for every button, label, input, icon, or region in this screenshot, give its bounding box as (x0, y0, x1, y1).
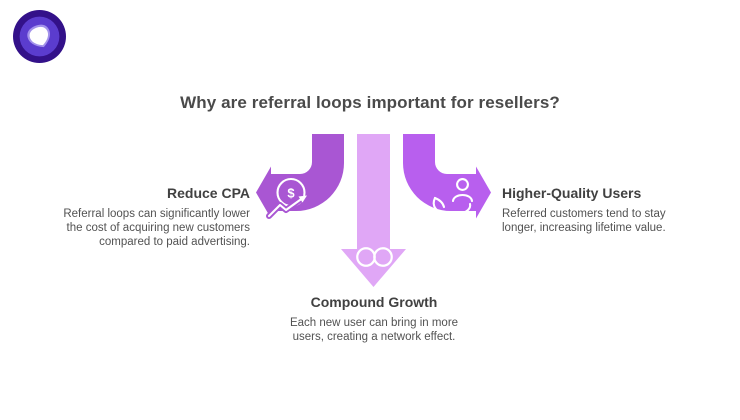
user-care-icon (432, 178, 474, 215)
branch-description: Each new user can bring in more users, c… (249, 316, 499, 344)
branch-description: Referral loops can significantly lower t… (48, 207, 250, 249)
branch-compound-growth: Compound Growth Each new user can bring … (249, 294, 499, 344)
dollar-glyph: $ (287, 186, 295, 201)
branch-heading: Higher-Quality Users (502, 185, 642, 201)
branch-heading: Reduce CPA (167, 185, 250, 201)
description-line: Referral loops can significantly lower (63, 208, 250, 220)
brand-logo-icon (13, 10, 66, 63)
brand-logo (13, 10, 66, 63)
description-line: compared to paid advertising. (99, 236, 250, 248)
branch-reduce-cpa: Reduce CPA Referral loops can significan… (48, 185, 250, 249)
branch-description: Referred customers tend to stay longer, … (502, 207, 714, 235)
left-curved-arrow (256, 134, 344, 219)
branch-higher-quality-users: Higher-Quality Users Referred customers … (502, 185, 714, 235)
branch-heading: Compound Growth (310, 294, 438, 310)
description-line: the cost of acquiring new customers (66, 222, 250, 234)
description-line: longer, increasing lifetime value. (502, 222, 666, 234)
dollar-trend-icon: $ (266, 177, 307, 219)
description-line: Each new user can bring in more (289, 317, 459, 329)
center-down-arrow (341, 134, 406, 287)
page-title: Why are referral loops important for res… (180, 93, 560, 112)
right-curved-arrow (403, 134, 491, 219)
linked-rings-icon (356, 247, 393, 267)
description-line: Referred customers tend to stay (502, 208, 666, 220)
description-line: users, creating a network effect. (292, 331, 456, 343)
